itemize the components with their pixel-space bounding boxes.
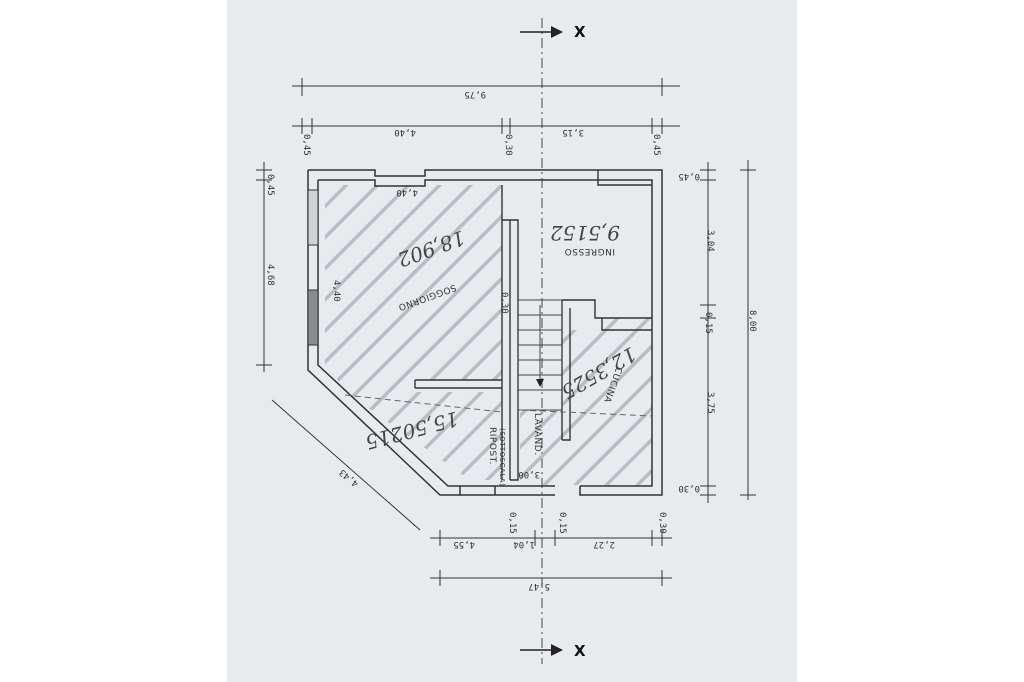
- dim-left-top-wall: 0,45: [265, 174, 275, 196]
- drawing-sheet: [227, 0, 797, 682]
- dim-int-soggiorno-h: 4,40: [331, 280, 341, 302]
- dim-right-lower: 3,75: [705, 392, 715, 414]
- room-label-ingresso: INGRESSO: [564, 246, 615, 256]
- dim-top-wall-left: 0,45: [301, 134, 311, 156]
- cucina-hatch: [520, 318, 652, 485]
- dim-right-upper: 3,04: [705, 230, 715, 252]
- left-dimensions: [256, 162, 421, 531]
- dim-top-left: 4,40: [394, 127, 416, 137]
- top-dimensions: [292, 78, 680, 134]
- dim-left-height: 4,68: [265, 264, 275, 286]
- bottom-dimensions: [430, 530, 672, 586]
- dim-overall-height: 8,00: [747, 310, 757, 332]
- section-marker-bottom: X: [574, 642, 586, 660]
- room-label-ripostiglio-sub: (SOTTOSCALA): [498, 428, 506, 486]
- dim-overall-width-top: 9,75: [464, 89, 486, 99]
- dim-bottom-wall-2: 0,15: [557, 512, 567, 534]
- left-window: [307, 189, 319, 246]
- dim-overall-width-bottom: 5,47: [528, 581, 550, 591]
- dim-top-right: 3,15: [562, 127, 584, 137]
- dim-bottom-seg-3: 2,27: [593, 539, 615, 549]
- soggiorno-hatch: [325, 185, 502, 480]
- dim-right-top: 0,45: [678, 171, 700, 181]
- area-ingresso: 9,5152: [550, 221, 620, 245]
- dim-top-wall-right: 0,45: [651, 134, 661, 156]
- outer-walls: [307, 169, 663, 496]
- dim-bottom-seg-1: 4,55: [453, 539, 475, 549]
- dim-right-mid: 0,15: [703, 312, 713, 334]
- dim-top-mid: 0,30: [503, 134, 513, 156]
- dim-int-bottom: 3,00: [518, 469, 540, 479]
- dim-bottom-seg-4: 0,30: [657, 512, 667, 534]
- left-door: [307, 289, 319, 346]
- right-dimensions: [700, 160, 756, 503]
- dim-bottom-seg-2: 1,04: [513, 539, 535, 549]
- dim-int-stair: 0,30: [499, 292, 509, 314]
- dim-bottom-wall-1: 0,15: [507, 512, 517, 534]
- staircase: [517, 299, 563, 411]
- section-marker-top: X: [574, 23, 586, 41]
- dim-right-bottom: 0,30: [678, 483, 700, 493]
- room-label-ripostiglio: RIPOST.: [487, 427, 497, 465]
- dim-int-soggiorno-w: 4,40: [396, 187, 418, 197]
- room-label-lavanderia: LAVAND.: [532, 413, 542, 456]
- dim-diagonal: 4,43: [338, 467, 361, 489]
- dashed-divisions: [344, 394, 653, 417]
